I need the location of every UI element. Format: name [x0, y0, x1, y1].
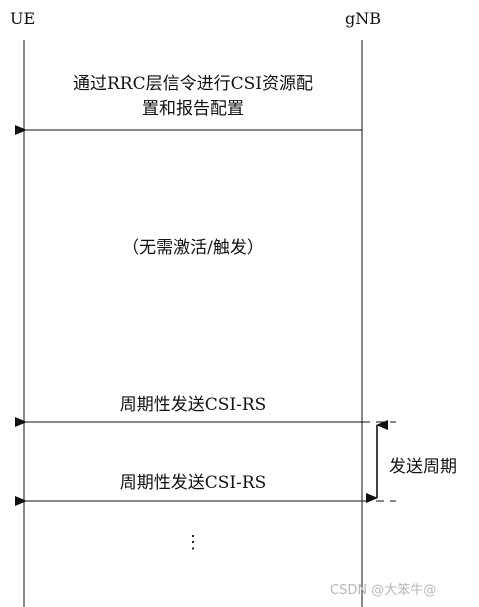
gnb-label: gNB [345, 9, 381, 28]
continuation-ellipsis: ⋮ [184, 532, 202, 553]
no-activation-note: （无需激活/触发） [122, 238, 264, 258]
csi-rs-message-2: 周期性发送CSI-RS [119, 473, 267, 493]
rrc-config-message: 通过RRC层信令进行CSI资源配 置和报告配置 [24, 72, 362, 122]
csi-rs-message-1: 周期性发送CSI-RS [119, 395, 267, 415]
rrc-config-line2: 置和报告配置 [142, 99, 244, 119]
period-label: 发送周期 [389, 457, 457, 477]
ue-label: UE [10, 9, 36, 28]
watermark: CSDN @大笨牛@ [330, 583, 437, 598]
rrc-config-line1: 通过RRC层信令进行CSI资源配 [73, 74, 313, 94]
